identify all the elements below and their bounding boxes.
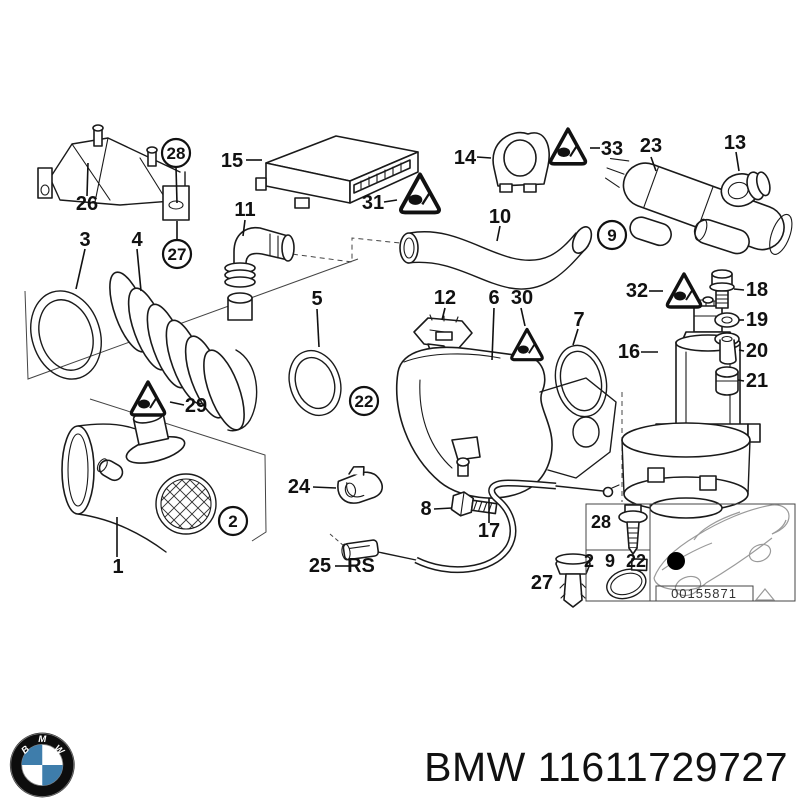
callout-19: 19 [746,309,768,331]
callout-13: 13 [724,132,746,154]
part-elbow-11 [224,226,295,288]
part-pipe-23a [693,218,750,255]
part-ring-3 [30,290,102,380]
callout-circled-28: 28 [160,137,192,169]
exploded-diagram-canvas: 00155871 26 15 [24,124,796,608]
svg-text:28: 28 [167,144,186,163]
part-cylinder-23 [604,158,793,255]
part-oring-7 [554,344,608,418]
part-washer-19 [714,312,740,328]
callout-group-2-9-22: 2 9 22 [584,551,646,571]
callout-21: 21 [746,370,768,392]
svg-text:2: 2 [228,512,237,531]
part-hose-clamp-inset [606,558,648,600]
callout-11: 11 [234,199,255,221]
roundel-letter-m: M [38,734,47,745]
callout-27-bottom: 27 [531,572,553,594]
part-maf-sensor-1 [61,398,233,553]
callout-29: 29 [185,395,207,417]
callout-18: 18 [746,279,768,301]
callout-33: 33 [601,138,623,160]
callout-circled-2: 2 [217,505,249,537]
callout-10: 10 [489,206,511,228]
inset-hardware-box: 00155871 [585,503,796,602]
callout-30: 30 [511,287,533,309]
part-boot-4 [109,271,258,432]
part-grommet-13 [720,171,771,208]
part-screw-28-inset [618,504,648,555]
car-locator-thumbnail [653,504,790,597]
callout-3: 3 [79,229,90,251]
leader-lines [75,147,745,567]
inset-image-code: 00155871 [671,586,737,601]
callout-32: 32 [626,280,648,302]
callout-circled-22: 22 [348,385,380,417]
part-bolt-18 [709,269,735,309]
svg-text:27: 27 [168,245,187,264]
callout-16: 16 [618,341,640,363]
circled-callouts: 28 27 9 22 2 [160,137,628,537]
roundel-quadrant-top-left [21,744,43,765]
part-clamp-24 [337,465,383,504]
roundel-quadrant-bottom-right [42,765,63,786]
part-bolt-8 [450,491,498,517]
svg-text:22: 22 [355,392,374,411]
warning-triangle-icon-30 [510,327,544,362]
callout-25-rs: RS [347,555,375,577]
part-valve-16 [621,296,761,519]
callout-1: 1 [112,556,123,578]
callout-17: 17 [478,520,500,542]
callout-14: 14 [454,147,477,169]
part-bushing-20 [714,332,740,365]
callout-circled-27: 27 [161,238,193,270]
part-clip-27 [555,553,591,608]
part-pipe-23b [629,216,672,247]
part-ecu-15 [255,135,419,209]
warning-triangle-icon-31 [399,172,441,215]
callout-5: 5 [311,288,322,310]
inset-triangle-icon [754,588,776,601]
callout-4: 4 [131,229,143,251]
warning-triangle-icon-32 [665,272,703,309]
part-hose-10 [399,226,593,290]
callout-20: 20 [746,340,768,362]
part-intake-boot-6 [396,346,617,499]
callout-28-inset: 28 [591,512,611,532]
callout-circled-9: 9 [596,219,628,251]
callout-labels: 26 15 31 11 3 4 14 33 23 13 10 5 12 6 30… [76,132,768,594]
callout-24: 24 [288,476,311,498]
callout-26: 26 [76,193,98,215]
svg-text:9: 9 [607,226,616,245]
part-holder-14 [492,131,550,193]
callout-23: 23 [640,135,662,157]
callout-15: 15 [221,150,243,172]
part-ring-5 [288,349,342,417]
callout-7: 7 [573,309,584,331]
part-number-title: BMW 11611729727 [424,744,788,790]
callout-31: 31 [362,192,384,214]
callout-25: 25 [309,555,331,577]
warning-triangle-icon-29 [129,380,167,417]
warning-triangle-icon-33 [548,127,588,166]
callout-12: 12 [434,287,456,309]
location-dot [667,552,685,570]
callout-8: 8 [420,498,431,520]
part-cable-17 [341,479,620,574]
part-rubber-mount-21 [715,366,739,396]
part-bracket-26 [37,124,190,221]
bmw-roundel-logo: B M W [9,732,75,798]
callout-6: 6 [488,287,499,309]
